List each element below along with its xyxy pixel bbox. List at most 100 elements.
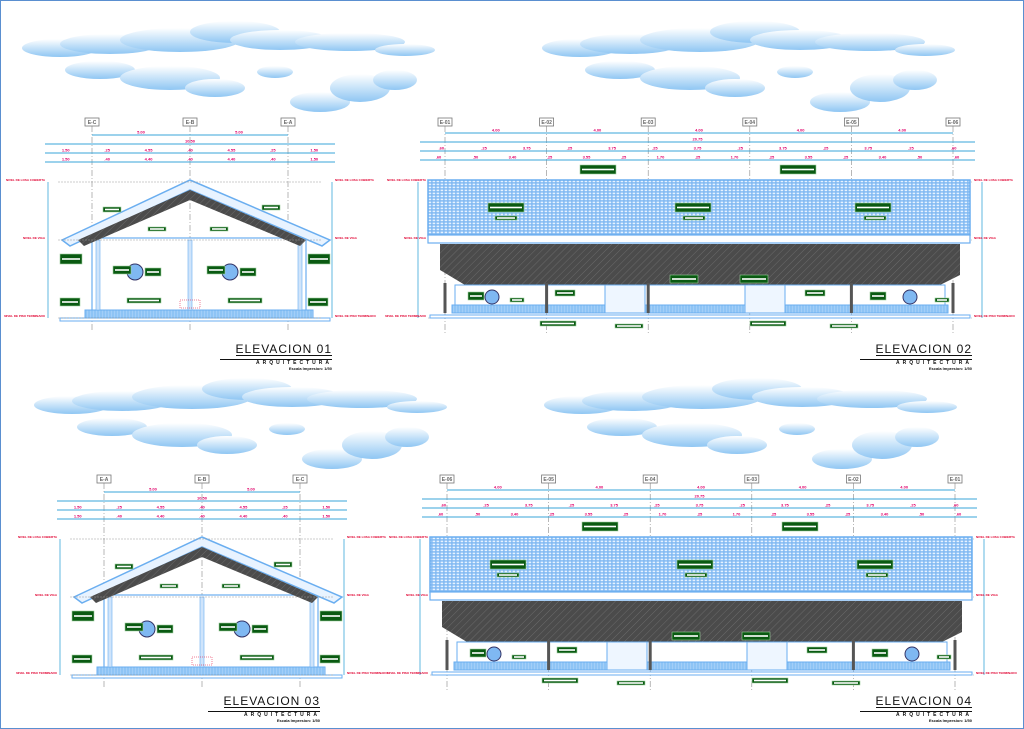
dimension-value: .60 [436,155,442,160]
cloud [893,70,937,90]
grid-label: E-04 [645,477,656,483]
elevation-title: ELEVACION 04 [875,694,972,708]
annotation-tag-line [872,295,884,297]
elevation-01-title-block: ELEVACION 01 ARQUITECTURA Escala Impresi… [220,340,332,371]
cloud [65,61,135,79]
level-label-right: NIVEL DE VIGA [335,236,358,240]
base-plinth [96,666,326,676]
level-label-right: NIVEL DE PISO TERMINADO [976,671,1017,675]
elevation-scale: Escala Impresion: 1/50 [276,718,320,723]
dimension-value: .40 [104,157,110,162]
level-label-left: NIVEL DE LOSA CUBIERTA [389,535,429,539]
dimension-value: 3.40 [881,512,890,517]
door-panel [744,284,786,314]
column [547,640,551,670]
cloud [373,70,417,90]
dimension-value: 3.75 [866,503,875,508]
dimension-value: .40 [270,157,276,162]
dimension-value: 1.70 [657,155,666,160]
annotation-tag-line [782,168,814,171]
dimension-value: 3.75 [525,503,534,508]
dimension-value: 1.50 [310,157,319,162]
dimension-value: .25 [908,146,914,151]
cloud [375,44,435,56]
dimension-value: 3.75 [696,503,705,508]
dimension-value: .25 [569,503,575,508]
grid-label: E-02 [541,120,552,126]
dimension-value: .40 [199,505,205,510]
elevation-scale: Escala Impresion: 1/50 [928,366,972,371]
annotation-tag-line [115,269,129,271]
dimension-value: 1.70 [731,155,740,160]
dimension-value: 1.50 [74,505,83,510]
grid-bubble [640,117,656,127]
column [95,239,101,311]
dimension-value: 4.00 [697,485,706,490]
grid-bubble [844,117,859,127]
annotation-tag-line [129,299,159,302]
annotation-tag-line [809,649,825,651]
level-label-left: NIVEL DE PISO TERMINADO [16,671,57,675]
roof-outline [72,536,344,604]
dimension-value: .60 [954,155,960,160]
cloud [290,92,350,112]
level-label-right: NIVEL DE PISO TERMINADO [347,671,388,675]
annotation-tag-line [868,574,886,576]
annotation-tag-line [874,652,886,654]
column [199,596,205,668]
level-label-left: NIVEL DE PISO TERMINADO [387,671,428,675]
cloud [307,390,417,408]
column [646,283,650,313]
annotation-tag-line [62,301,78,303]
annotation-tag-line [492,563,524,566]
dimension-value: .25 [769,155,775,160]
annotation-tag-line [497,217,515,219]
level-label-right: NIVEL DE LOSA CUBIERTA [347,535,387,539]
annotation-tag-line [742,278,766,280]
column [648,640,652,670]
cloud [185,79,245,97]
grid-bubble [194,474,210,484]
dimension-value: .25 [771,512,777,517]
annotation-tag-line [472,652,484,654]
level-label-left: NIVEL DE VIGA [35,593,58,597]
dimension-value: 3.75 [864,146,873,151]
dimension-value: 3.55 [585,512,594,517]
cloud [585,61,655,79]
elevation-04-title-block: ELEVACION 04 ARQUITECTURA Escala Impresi… [860,692,972,723]
red-note-mark [179,299,201,309]
grid-bubble [182,117,198,127]
cloud [257,66,293,78]
cloud-group [22,21,435,112]
annotation-tag-line [937,299,947,301]
dimension-value: 4.40 [240,514,249,519]
annotation-tag-line [212,228,226,230]
column [445,640,449,670]
level-label-left: NIVEL DE VIGA [23,236,46,240]
annotation-tag-line [512,299,522,301]
dimension-value: .25 [739,503,745,508]
dimension-value: 3.75 [694,146,703,151]
level-label-left: NIVEL DE LOSA CUBIERTA [6,178,46,182]
elevation-subtitle: ARQUITECTURA [220,359,332,366]
cloud [707,436,767,454]
dimension-value: .25 [549,512,555,517]
roof-outline [60,179,332,247]
column [443,283,447,313]
grid-label: E-02 [848,477,859,483]
dimension-value: 4.55 [157,505,166,510]
annotation-tag-line [672,278,696,280]
facade-wall [91,237,307,319]
grid-bubble [439,474,455,484]
circular-vent [904,646,920,662]
dimension-value: .25 [623,512,629,517]
dimension-value: .25 [695,155,701,160]
dimension-value: 1.50 [62,157,71,162]
dimension-value: .60 [438,512,444,517]
dimension-value: 10.50 [197,496,208,501]
annotation-tag-line [221,626,235,628]
dimension-value: .25 [104,148,110,153]
dimension-value: .25 [825,503,831,508]
